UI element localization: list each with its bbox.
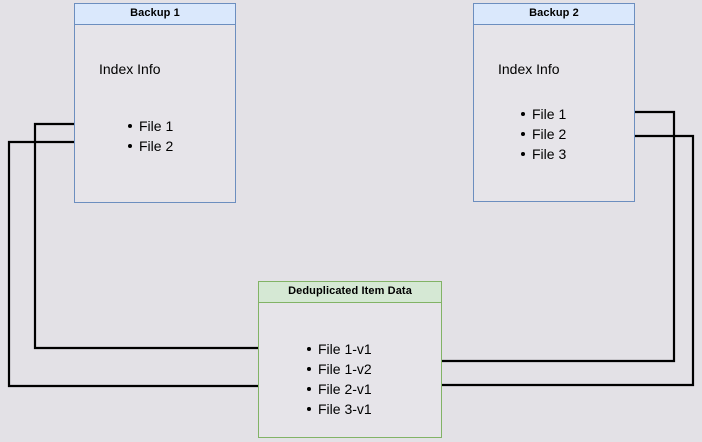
node-backup-1-body: Index Info File 1 File 2 — [75, 25, 235, 202]
node-backup-2-body: Index Info File 1 File 2 File 3 — [474, 25, 634, 201]
node-deduplicated-item-data-title: Deduplicated Item Data — [259, 282, 441, 303]
node-backup-2-title: Backup 2 — [474, 4, 634, 25]
backup-2-index-info-label: Index Info — [498, 61, 560, 77]
node-backup-2[interactable]: Backup 2 Index Info File 1 File 2 File 3 — [473, 3, 635, 202]
dedup-file-list: File 1-v1 File 1-v2 File 2-v1 File 3-v1 — [305, 339, 372, 419]
backup-2-file-item[interactable]: File 1 — [519, 104, 566, 124]
dedup-file-item[interactable]: File 3-v1 — [305, 399, 372, 419]
node-backup-1-title: Backup 1 — [75, 4, 235, 25]
backup-1-index-info-label: Index Info — [99, 61, 161, 77]
node-deduplicated-item-data-body: File 1-v1 File 1-v2 File 2-v1 File 3-v1 — [259, 303, 441, 437]
backup-1-file-list: File 1 File 2 — [126, 116, 173, 156]
dedup-file-item[interactable]: File 2-v1 — [305, 379, 372, 399]
backup-2-file-item[interactable]: File 3 — [519, 144, 566, 164]
dedup-file-item[interactable]: File 1-v1 — [305, 339, 372, 359]
backup-1-file-item[interactable]: File 1 — [126, 116, 173, 136]
backup-1-file-item[interactable]: File 2 — [126, 136, 173, 156]
dedup-file-item[interactable]: File 1-v2 — [305, 359, 372, 379]
backup-2-file-item[interactable]: File 2 — [519, 124, 566, 144]
node-backup-1[interactable]: Backup 1 Index Info File 1 File 2 — [74, 3, 236, 203]
node-deduplicated-item-data[interactable]: Deduplicated Item Data File 1-v1 File 1-… — [258, 281, 442, 438]
backup-2-file-list: File 1 File 2 File 3 — [519, 104, 566, 164]
